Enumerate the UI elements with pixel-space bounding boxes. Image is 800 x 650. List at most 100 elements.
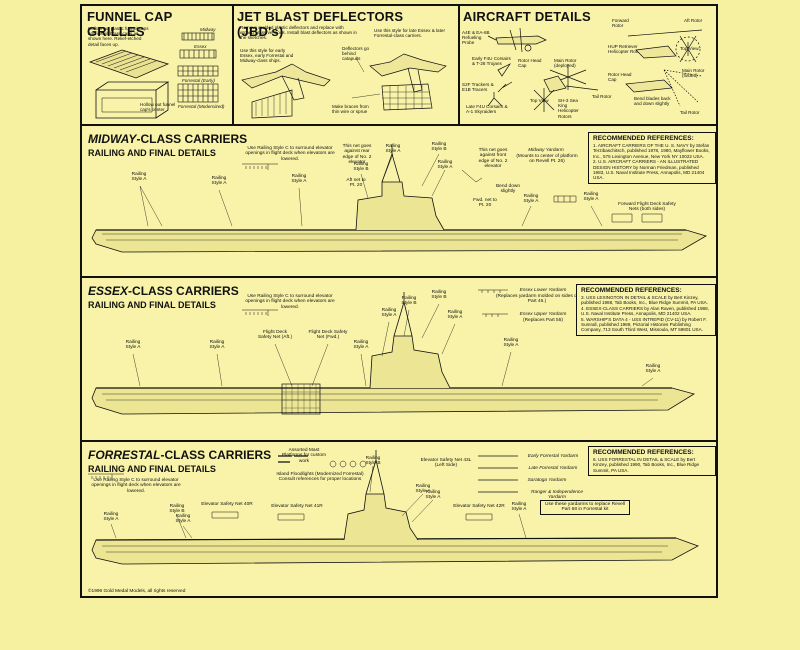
aircraft-a4e: A4E & EA-6B Refueling Probe <box>462 30 490 46</box>
essex-net-aft: Flight Deck Safety Net (Aft.) <box>257 330 293 341</box>
forrestal-net41r: Elevator Safety Net 41R <box>271 504 323 509</box>
midway-fwd-net: Fwd. net to Pt. 20 <box>473 198 497 209</box>
forrestal-rail-a-1: Railing Style A <box>103 512 119 523</box>
essex-rail-a-3: Railing Style A <box>353 340 369 351</box>
essex-rail-a-2: Railing Style A <box>209 340 225 351</box>
jbd-note3: Use this style for early Essex, early Fo… <box>240 48 294 64</box>
essex-rail-b-2: Railing Style B <box>431 290 447 301</box>
essex-lower-yard: Essex Lower Yardarm <box>519 288 567 293</box>
aircraft-rotor-head2: Rotor Head Cap <box>608 72 632 83</box>
aircraft-rotor-head: Rotor Head Cap <box>518 58 542 69</box>
funnel-title: FUNNEL CAP GRILLES <box>87 9 173 39</box>
top-row: FUNNEL CAP GRILLES Hollow out plastic fu… <box>82 6 716 126</box>
forrestal-floodlights: Island Floodlights (Modernized Forrestal… <box>276 472 364 483</box>
jbd-title: JET BLAST DEFLECTORS (JBD's) <box>237 9 404 39</box>
midway-rail-a-5: Railing Style A <box>437 160 453 171</box>
aircraft-s2f: S2F Trackers & E1B Tracers <box>462 82 494 93</box>
forrestal-use-these: Use these yardarms to replace Revell Par… <box>540 500 630 515</box>
instruction-sheet: FUNNEL CAP GRILLES Hollow out plastic fu… <box>80 4 718 598</box>
forrestal-ship-drawing <box>88 450 699 565</box>
forrestal-refs: RECOMMENDED REFERENCES: 6. USS FORRESTAL… <box>588 446 716 477</box>
jbd-panel: JET BLAST DEFLECTORS (JBD's) Remove mold… <box>232 6 460 124</box>
jbd-diagram <box>241 53 447 119</box>
aircraft-tail-rotor2: Tail Rotor <box>680 110 700 115</box>
aircraft-top-view: Top View <box>530 98 549 103</box>
aircraft-aft-rotor: Aft Rotor <box>684 18 703 23</box>
aircraft-panel: AIRCRAFT DETAILS A4E & EA-6B Refueling P… <box>458 6 716 124</box>
aircraft-tail-rotor: Tail Rotor <box>592 94 612 99</box>
essex-subtitle: RAILING AND FINAL DETAILS <box>88 300 216 310</box>
midway-rail-b-1: Railing Style B <box>353 162 369 173</box>
aircraft-hup: HUP Retriever Helicopter Rotors <box>608 44 644 55</box>
aircraft-sh3: SH-3 Sea King Helicopter Rotors <box>558 98 579 119</box>
forrestal-net40r: Elevator Safety Net 40R <box>201 502 253 507</box>
essex-ref-5: 5. WARSHIP'S DATA 4 - USS INTREPID (CV-1… <box>581 316 707 333</box>
midway-ref-2: 2. U.S. AIRCRAFT CARRIERS - AN ILLUSTRAT… <box>593 159 705 181</box>
essex-ref-3: 3. USS LEXINGTON IN DETAIL & SCALE by Be… <box>581 295 708 306</box>
aircraft-f4u: Early F4U Corsairs & T-28 Trojans <box>472 56 511 67</box>
essex-net-fwd: Flight Deck Safety Net (Fwd.) <box>308 330 348 341</box>
forrestal-rail-b-2: Railing Style B <box>365 456 381 467</box>
funnel-instruction: Hollow out plastic funnel caps and insta… <box>88 26 149 47</box>
copyright: ©1996 Gold Medal Models, all rights rese… <box>88 589 186 594</box>
funnel-panel: FUNNEL CAP GRILLES Hollow out plastic fu… <box>82 6 234 124</box>
midway-rail-a-2: Railing Style A <box>211 176 227 187</box>
funnel-forrestal-early: Forrestal (Early) <box>182 78 215 83</box>
jbd-braces: Make braces from thin wire or sprue <box>332 104 369 115</box>
forrestal-rail-a-5: Railing Style A <box>511 502 527 513</box>
midway-section: MIDWAY-CLASS CARRIERS RAILING AND FINAL … <box>82 126 716 278</box>
funnel-diagram <box>88 32 219 119</box>
midway-rail-b-2: Railing Style B <box>431 142 447 153</box>
forrestal-style-c: Use Railing Style C to surround elevator… <box>91 478 181 494</box>
midway-rail-a-4: Railing Style A <box>385 144 401 155</box>
aircraft-top-view2: Top View <box>680 46 699 51</box>
forrestal-title: FORRESTAL-CLASS CARRIERS <box>88 448 272 462</box>
midway-bend-down: Bend down slightly <box>495 184 520 195</box>
midway-net-front: This net goes against front edge of No. … <box>478 148 508 170</box>
midway-ref-1: 1. AIRCRAFT CARRIERS OF THE U. S. NAVY b… <box>593 143 710 159</box>
forrestal-refs-title: RECOMMENDED REFERENCES: <box>593 449 694 456</box>
forrestal-saratoga: Saratoga Yardarm <box>527 478 567 483</box>
essex-lower-yard-note: (Replaces yardarm molded on sides of Par… <box>495 294 579 305</box>
aircraft-main-rotor-dep: Main Rotor (deployed) <box>554 58 577 69</box>
midway-refs: RECOMMENDED REFERENCES: 1. AIRCRAFT CARR… <box>588 132 716 184</box>
aircraft-bend: Bend blades back and down slightly <box>634 96 671 107</box>
midway-yardarm-note: (Mounts to center of platform on Revell … <box>516 154 578 165</box>
jbd-deflectors: Deflectors go behind catapults <box>342 46 370 62</box>
essex-rail-b-1: Railing Style B <box>401 296 417 307</box>
forrestal-rail-a-3: Railing Style A <box>415 484 431 495</box>
forrestal-rail-a-2: Railing Style A <box>175 514 191 525</box>
midway-rail-a-1: Railing Style A <box>131 172 147 183</box>
forrestal-late-yard: Late Forrestal Yardarm <box>528 466 578 471</box>
essex-rail-a-5: Railing Style A <box>447 310 463 321</box>
essex-ref-4: 4. ESSEX-CLASS CARRIERS by Alan Raven, p… <box>581 305 709 317</box>
forrestal-ref-6: 6. USS FORRESTAL IN DETAIL & SCALE by Be… <box>593 457 700 473</box>
midway-rail-a-6: Railing Style A <box>523 194 539 205</box>
midway-rail-a-3: Railing Style A <box>291 174 307 185</box>
midway-fwd-flight: Forward Flight Deck Safety Nets (both si… <box>618 202 676 213</box>
essex-style-c: Use Railing Style C to surround elevator… <box>245 294 335 310</box>
aircraft-forward-rotor: Forward Rotor <box>612 18 629 29</box>
midway-ship-drawing <box>91 144 707 253</box>
midway-aft-net: Aft net to Pt. 20 <box>346 178 366 189</box>
midway-style-c: Use Railing Style C to surround elevator… <box>245 146 335 162</box>
midway-refs-title: RECOMMENDED REFERENCES: <box>593 135 694 142</box>
essex-title: ESSEX-CLASS CARRIERS <box>88 284 239 298</box>
forrestal-early-yard: Early Forrestal Yardarm <box>527 454 579 459</box>
midway-subtitle: RAILING AND FINAL DETAILS <box>88 148 216 158</box>
forrestal-section: FORRESTAL-CLASS CARRIERS RAILING AND FIN… <box>82 442 716 596</box>
aircraft-late-f4u: Late F4U Corsairs & A-1 Skyraiders <box>466 104 508 115</box>
forrestal-rail-a-4: Railing Style A <box>425 490 441 501</box>
aircraft-main-rotor-fold: Main Rotor (folded) <box>682 68 705 79</box>
essex-upper-yard-note: (Replaces Part 55) <box>523 318 563 323</box>
aircraft-diagram <box>487 27 703 112</box>
midway-yardarm: Midway Yardarm <box>528 148 564 153</box>
forrestal-rail-b-1: Railing Style B <box>169 504 185 515</box>
jbd-note1: Remove molded plastic deflectors and rep… <box>240 25 357 41</box>
midway-title: MIDWAY-CLASS CARRIERS <box>88 132 248 146</box>
essex-refs-title: RECOMMENDED REFERENCES: <box>581 287 682 294</box>
forrestal-subtitle: RAILING AND FINAL DETAILS <box>88 464 216 474</box>
funnel-forrestal-mod: Forrestal (Modernized) <box>178 104 225 109</box>
funnel-hollow-note: Hollow out funnel cap's center <box>140 102 176 113</box>
essex-rail-a-6: Railing Style A <box>503 338 519 349</box>
